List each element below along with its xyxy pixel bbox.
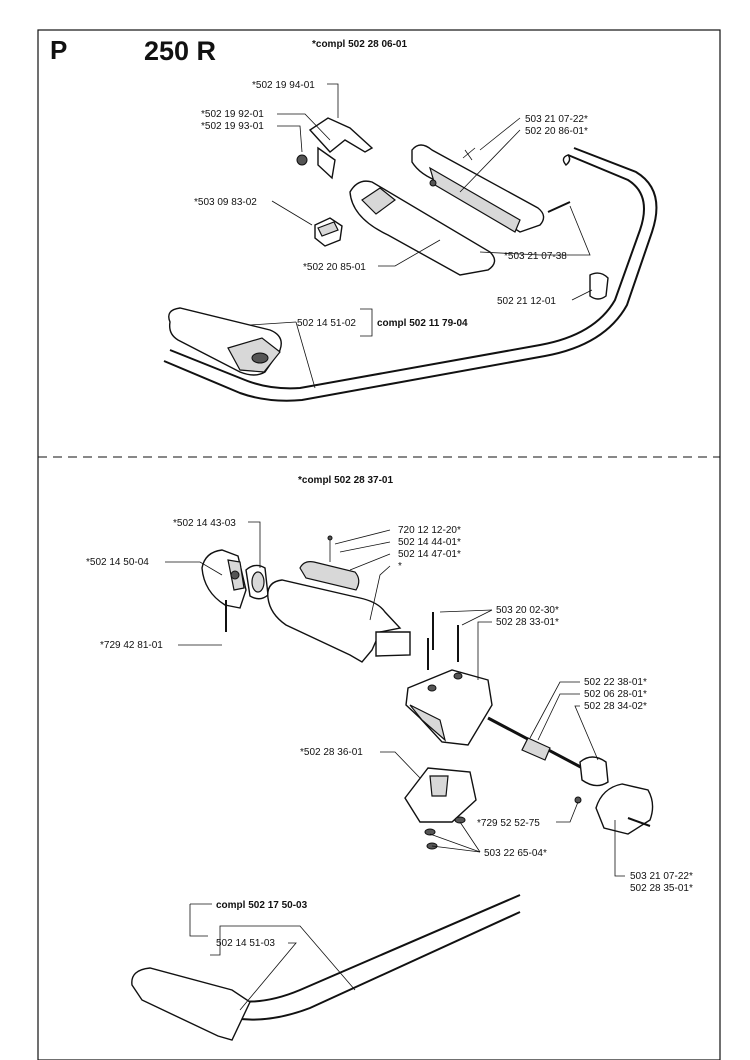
handle-bracket-upper [405,612,493,746]
label-729-42-81-01: *729 42 81-01 [100,640,163,651]
grip-bottom [267,535,411,663]
label-compl-502-17-50-03: compl 502 17 50-03 [216,900,308,911]
label-502-22-38-01: 502 22 38-01* [584,677,647,688]
right-handle-housing-top [411,144,545,233]
section-letter: P [50,35,67,65]
cable-shaft-bottom [487,716,609,804]
lock-knob-top [589,272,609,300]
label-503-09-83-02: *503 09 83-02 [194,197,257,208]
label-502-28-35-01: 502 28 35-01* [630,883,693,894]
stop-switch-top [314,217,343,247]
label-asterisk: * [398,561,402,572]
throttle-trigger-parts [296,117,374,180]
label-729-52-52-75: *729 52 52-75 [477,818,540,829]
label-502-06-28-01: 502 06 28-01* [584,689,647,700]
label-503-21-07-38: *503 21 07-38 [504,251,567,262]
label-compl-502-11-79-04: compl 502 11 79-04 [377,318,468,329]
page-border [37,29,721,1060]
label-502-14-47-01: 502 14 47-01* [398,549,461,560]
label-503-22-65-04: 503 22 65-04* [484,848,547,859]
label-503-20-02-30: 503 20 02-30* [496,605,559,616]
labels-bottom: *502 14 43-03 720 12 12-20* 502 14 44-01… [86,518,693,949]
label-502-20-85-01: *502 20 85-01 [303,262,366,273]
label-503-21-07-22-top: 503 21 07-22* [525,114,588,125]
handle-shell-top [349,180,496,276]
throttle-housing-bottom [201,549,269,609]
label-502-28-33-01: 502 28 33-01* [496,617,559,628]
set-label-bottom: *compl 502 28 37-01 [298,475,393,486]
labels-top: *502 19 94-01 *502 19 92-01 *502 19 93-0… [194,80,588,329]
left-grip-top [168,307,282,376]
label-502-28-34-02: 502 28 34-02* [584,701,647,712]
end-cap-bottom [595,783,654,835]
label-503-21-07-22-bottom: 503 21 07-22* [630,871,693,882]
label-502-28-36-01: *502 28 36-01 [300,747,363,758]
handlebar-tube-top [163,147,658,402]
handle-bracket-lower [404,767,477,850]
label-502-14-43-03: *502 14 43-03 [173,518,236,529]
label-502-20-86-01: 502 20 86-01* [525,126,588,137]
label-502-14-44-01: 502 14 44-01* [398,537,461,548]
label-720-12-12-20: 720 12 12-20* [398,525,461,536]
label-502-14-50-04: *502 14 50-04 [86,557,149,568]
label-502-19-94-01: *502 19 94-01 [252,80,315,91]
handlebar-tube-bottom [131,894,521,1041]
model-title: 250 R [144,36,216,66]
label-502-19-93-01: *502 19 93-01 [201,121,264,132]
label-502-19-92-01: *502 19 92-01 [201,109,264,120]
label-502-14-51-02: 502 14 51-02 [297,318,356,329]
leader-lines-top [249,83,593,389]
leader-lines-bottom [165,521,625,1011]
label-502-21-12-01: 502 21 12-01 [497,296,556,307]
set-label-top: *compl 502 28 06-01 [312,39,407,50]
label-502-14-51-03: 502 14 51-03 [216,938,275,949]
